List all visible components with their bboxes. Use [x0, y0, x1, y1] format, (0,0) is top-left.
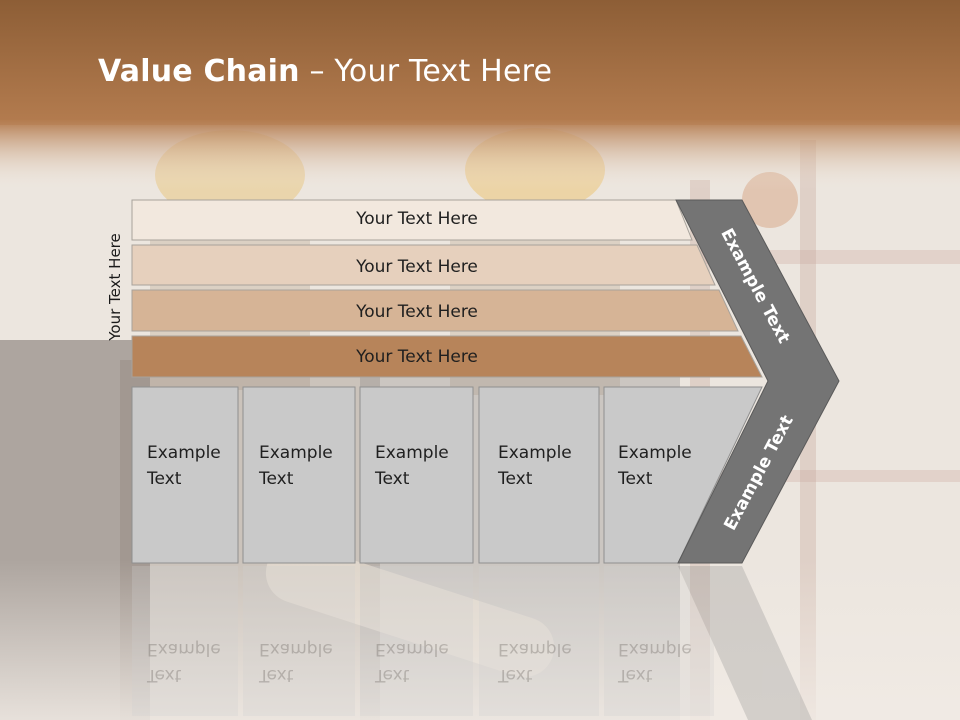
box-2-line2: Text — [259, 469, 294, 489]
bar-3[interactable] — [131, 289, 739, 332]
box-5-reflection-line2: Text — [618, 665, 653, 685]
chevron-arrow[interactable] — [675, 199, 840, 564]
box-4-line1: Example — [498, 443, 572, 463]
box-3[interactable] — [359, 386, 474, 564]
bar-3-label: Your Text Here — [356, 302, 478, 322]
box-4-line2: Text — [498, 469, 533, 489]
slide-title: Value Chain – Your Text Here — [98, 54, 552, 89]
box-3-line1: Example — [375, 443, 449, 463]
box-3-reflection: Text Example — [375, 636, 449, 688]
box-3-line2: Text — [375, 469, 410, 489]
box-5-line2: Text — [618, 469, 653, 489]
bar-4[interactable] — [131, 335, 763, 378]
box-2-reflection-line1: Example — [259, 639, 333, 659]
bar-1-label: Your Text Here — [356, 209, 478, 229]
box-2-reflection-line2: Text — [259, 665, 294, 685]
box-1-line1: Example — [147, 443, 221, 463]
box-4-reflection-line2: Text — [498, 665, 533, 685]
box-1[interactable] — [131, 386, 239, 564]
box-1-reflection: Text Example — [147, 636, 221, 688]
box-3-reflection-line2: Text — [375, 665, 410, 685]
box-4[interactable] — [478, 386, 600, 564]
box-1-reflection-line2: Text — [147, 665, 182, 685]
box-1-line2: Text — [147, 469, 182, 489]
box-2-reflection: Text Example — [259, 636, 333, 688]
title-rest: – Your Text Here — [299, 54, 553, 89]
title-bold: Value Chain — [98, 54, 300, 89]
box-2[interactable] — [242, 386, 356, 564]
box-4-reflection-line1: Example — [498, 639, 572, 659]
bar-4-label: Your Text Here — [356, 347, 478, 367]
box-3-reflection-line1: Example — [375, 639, 449, 659]
box-5-reflection-line1: Example — [618, 639, 692, 659]
box-1-reflection-line1: Example — [147, 639, 221, 659]
box-4-reflection: Text Example — [498, 636, 572, 688]
bar-2-label: Your Text Here — [356, 257, 478, 277]
bar-2[interactable] — [131, 244, 716, 286]
box-5-line1: Example — [618, 443, 692, 463]
bar-1[interactable] — [131, 199, 693, 241]
diagram-reflection — [132, 566, 812, 720]
side-label: Your Text Here — [106, 233, 124, 341]
box-2-line1: Example — [259, 443, 333, 463]
box-5-reflection: Text Example — [618, 636, 692, 688]
